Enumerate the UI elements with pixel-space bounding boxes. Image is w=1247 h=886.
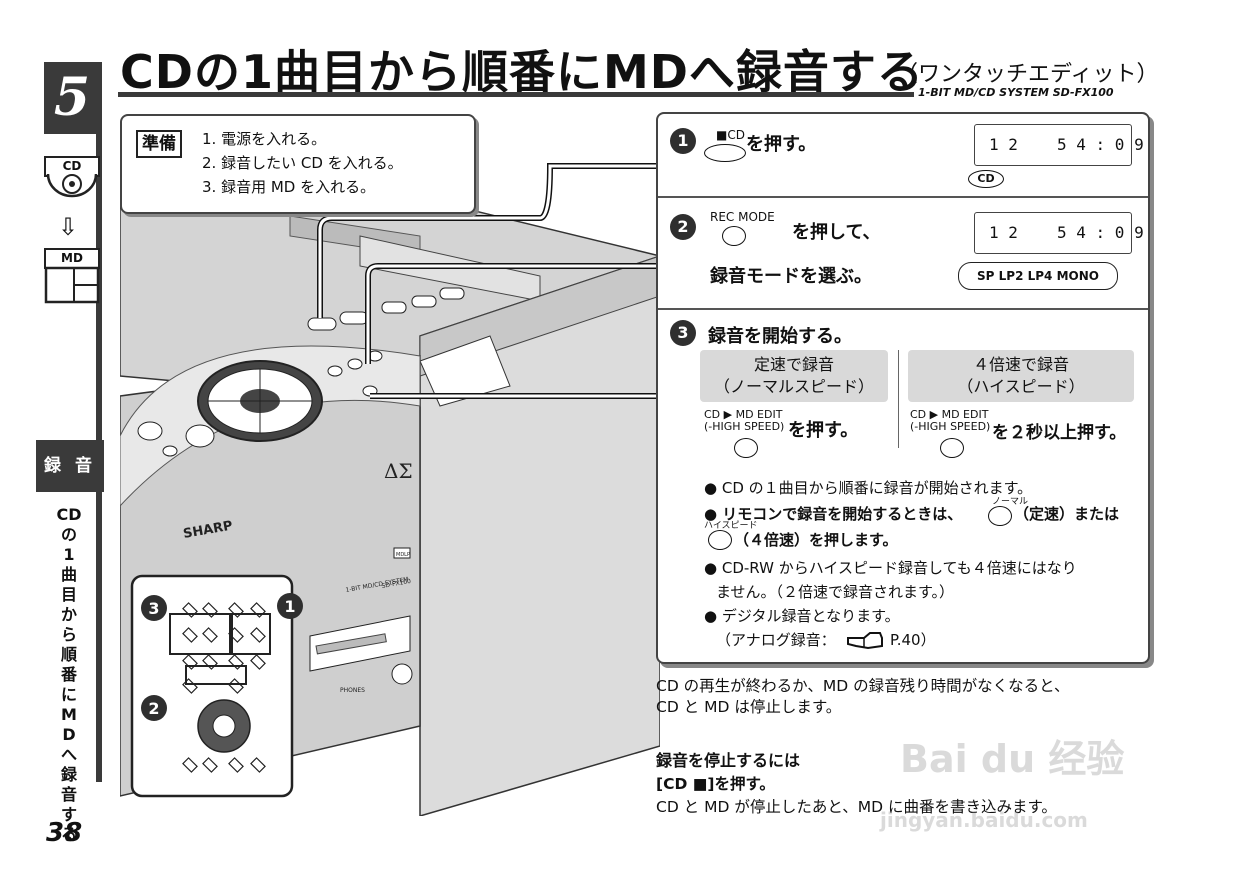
normal-action-text: を押す。 (788, 420, 859, 441)
lcd-track: 1 2 (989, 223, 1018, 242)
vertical-section-title: CDの1曲目から順番にMDへ録音する (56, 505, 82, 844)
after-text-2: CD と MD は停止します。 (656, 698, 842, 716)
step-1-number: 1 (670, 128, 696, 154)
step-3-text: 録音を開始する。 (708, 326, 852, 347)
page-number: 38 (46, 818, 83, 848)
watermark-logo: Bai du 经验 (900, 737, 1125, 781)
note-3b: ません。（２倍速で録音されます。） (716, 583, 955, 601)
high-speed-header: ４倍速で録音 （ハイスピード） (908, 350, 1134, 402)
high-key-label: ハイスピード (704, 521, 758, 531)
remote-callout-2: 2 (148, 699, 159, 718)
cd-stop-button-icon (704, 144, 746, 162)
after-text-1: CD の再生が終わるか、MD の録音残り時間がなくなると、 (656, 677, 1070, 695)
note-3: ● CD-RW からハイスピード録音しても４倍速にはなり (704, 559, 1077, 577)
note-2b: （定速）または (1014, 505, 1120, 523)
rec-mode-options: SP LP2 LP4 MONO (958, 262, 1118, 290)
preparation-box: 準備 1. 電源を入れる。 2. 録音したい CD を入れる。 3. 録音用 M… (120, 114, 476, 214)
speed-column-divider (898, 350, 899, 448)
note-2: ● リモコンで録音を開始するときは、 (704, 505, 963, 523)
note-4b: （アナログ録音： (716, 631, 836, 649)
normal-edit-button-label-1: CD ▶ MD EDIT (704, 408, 783, 421)
chapter-number: 5 (44, 62, 100, 134)
note-4: ● デジタル録音となります。 (704, 607, 900, 625)
md-disc-icon (44, 266, 100, 304)
stop-text: CD と MD が停止したあと、MD に曲番を書き込みます。 (656, 798, 1057, 816)
normal-remote-key-icon (988, 506, 1012, 526)
cd-indicator-badge: CD (968, 170, 1004, 188)
high-speed-title: ４倍速で録音 (972, 355, 1069, 374)
device-illustration: ΔΣ SHARP 1-BIT MD/CD SYSTEM SD-FX100 MDL… (120, 163, 660, 816)
normal-speed-subtitle: （ノーマルスピード） (713, 377, 874, 396)
remote-callout-3: 3 (148, 599, 159, 618)
normal-key-label: ノーマル (992, 497, 1029, 507)
normal-edit-button-icon (734, 438, 758, 458)
sidebar-rule (96, 62, 102, 782)
prep-item-3: 3. 録音用 MD を入れる。 (202, 178, 376, 196)
step-2-text-2: 録音モードを選ぶ。 (710, 266, 872, 287)
model-name: 1-BIT MD/CD SYSTEM SD-FX100 (918, 86, 1114, 99)
step-divider-2 (658, 308, 1148, 310)
phones-label: PHONES (340, 687, 365, 694)
normal-speed-title: 定速で録音 (753, 355, 834, 374)
lcd-time: 5 4 : 0 9 (1057, 223, 1144, 242)
high-edit-button-label-2: (-HIGH SPEED) (910, 420, 991, 433)
watermark-url: jingyan.baidu.com (880, 808, 1088, 832)
note-1: ● CD の１曲目から順番に録音が開始されます。 (704, 479, 1033, 497)
pointing-hand-icon (847, 632, 883, 650)
remote-callout-1: 1 (284, 597, 295, 616)
section-tab-recording: 録 音 (36, 440, 104, 492)
step-3-number: 3 (670, 320, 696, 346)
step-2-lcd: 1 2 5 4 : 0 9 (974, 212, 1144, 254)
normal-edit-button-label-2: (-HIGH SPEED) (704, 420, 785, 433)
prep-item-2: 2. 録音したい CD を入れる。 (202, 154, 403, 172)
high-speed-subtitle: （ハイスピード） (957, 377, 1085, 396)
note-4c: P.40） (890, 631, 936, 649)
page-title: CDの1曲目から順番にMDへ録音する (120, 45, 924, 99)
svg-text:ΔΣ: ΔΣ (384, 459, 413, 483)
stop-action: [CD ■]を押す。 (656, 775, 775, 793)
cd-stop-button-label: ■CD (716, 128, 745, 142)
down-arrow-icon: ⇩ (58, 213, 79, 241)
lcd-time: 5 4 : 0 9 (1057, 135, 1144, 154)
step-divider-1 (658, 196, 1148, 198)
title-rule (118, 92, 914, 97)
rec-mode-button-icon (722, 226, 746, 246)
steps-panel: 1 ■CD を押す。 1 2 5 4 : 0 9 CD 2 REC MODE を… (656, 112, 1150, 664)
page-subtitle: （ワンタッチエディット） (896, 62, 1159, 87)
mdlp-logo: MDLP (396, 552, 410, 558)
note-2c: （４倍速）を押します。 (734, 531, 898, 549)
high-action-text: を２秒以上押す。 (992, 423, 1127, 443)
step-2-text-1: を押して、 (792, 222, 881, 243)
normal-speed-header: 定速で録音 （ノーマルスピード） (700, 350, 888, 402)
step-1-lcd: 1 2 5 4 : 0 9 (974, 124, 1144, 166)
cd-tag: CD (44, 156, 100, 177)
step-2-number: 2 (670, 214, 696, 240)
high-edit-button-label-1: CD ▶ MD EDIT (910, 408, 989, 421)
high-edit-button-icon (940, 438, 964, 458)
rec-mode-button-label: REC MODE (710, 210, 775, 224)
preparation-tag: 準備 (136, 130, 182, 158)
cd-disc-icon (46, 173, 98, 198)
step-1-text: を押す。 (746, 134, 817, 155)
prep-item-1: 1. 電源を入れる。 (202, 130, 327, 148)
high-remote-key-icon (708, 530, 732, 550)
stop-heading: 録音を停止するには (656, 751, 801, 770)
lcd-track: 1 2 (989, 135, 1018, 154)
